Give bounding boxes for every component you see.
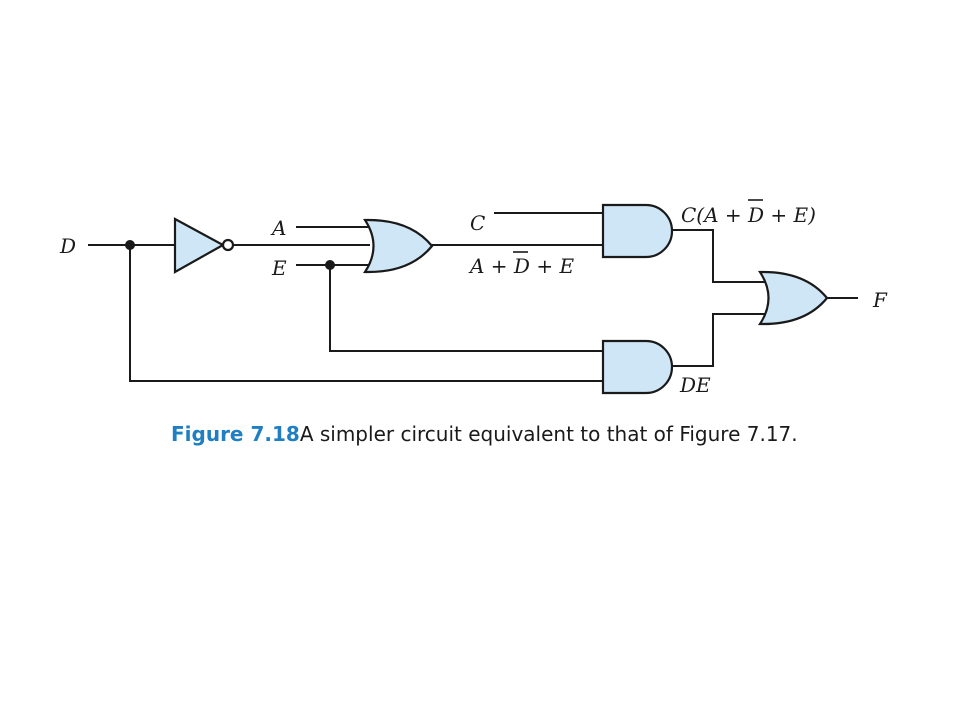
label-or-output: A + D + E (468, 254, 574, 278)
or-gate-2 (757, 270, 829, 326)
and-gate-top (601, 203, 674, 259)
junction-d (125, 240, 135, 250)
label-input-c: C (470, 211, 485, 235)
label-or-output-part2: + E (530, 254, 574, 278)
not-gate (173, 217, 235, 274)
wire-d-branch-down (129, 245, 603, 382)
wire-and-bottom-to-or2 (672, 313, 765, 367)
label-input-d: D (59, 234, 76, 258)
label-or-output-part1: A + (468, 254, 514, 278)
label-and-top-output: C(A + D + E) (681, 203, 816, 227)
junction-e (325, 260, 335, 270)
not-gate-body (173, 217, 226, 274)
label-input-e: E (271, 256, 287, 280)
label-and-bottom-output: DE (679, 373, 711, 397)
label-and-top-dbar: D (747, 203, 764, 227)
and-gate-bottom (601, 339, 674, 395)
or-gate-1 (362, 218, 434, 274)
not-gate-bubble (221, 238, 235, 252)
label-output-f: F (872, 288, 888, 312)
caption-text: A simpler circuit equivalent to that of … (300, 422, 798, 446)
wire-and-top-to-or2 (672, 229, 765, 283)
label-or-output-dbar: D (513, 254, 530, 278)
figure-caption: Figure 7.18A simpler circuit equivalent … (171, 422, 798, 446)
wire-e-branch-down (329, 265, 603, 352)
caption-number: Figure 7.18 (171, 422, 300, 446)
label-and-top-part2: + E) (764, 203, 816, 227)
label-input-a: A (270, 216, 286, 240)
label-and-top-part1: C(A + (681, 203, 748, 227)
